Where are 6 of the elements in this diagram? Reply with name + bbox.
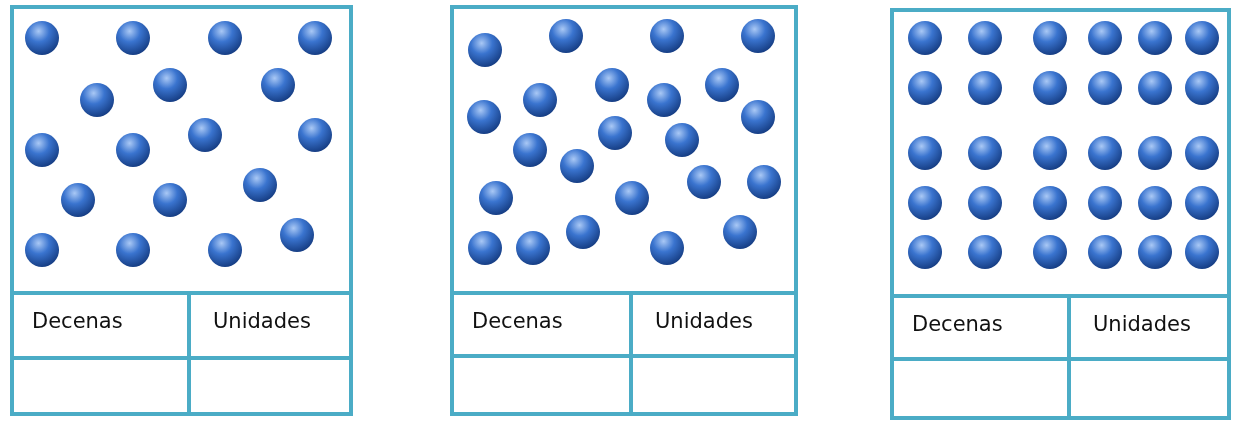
column-header: Unidades [213, 309, 311, 333]
column-header: Decenas [472, 309, 563, 333]
column-header: Unidades [655, 309, 753, 333]
column-header: Decenas [32, 309, 123, 333]
column-header: Decenas [912, 312, 1003, 336]
column-header: Unidades [1093, 312, 1191, 336]
